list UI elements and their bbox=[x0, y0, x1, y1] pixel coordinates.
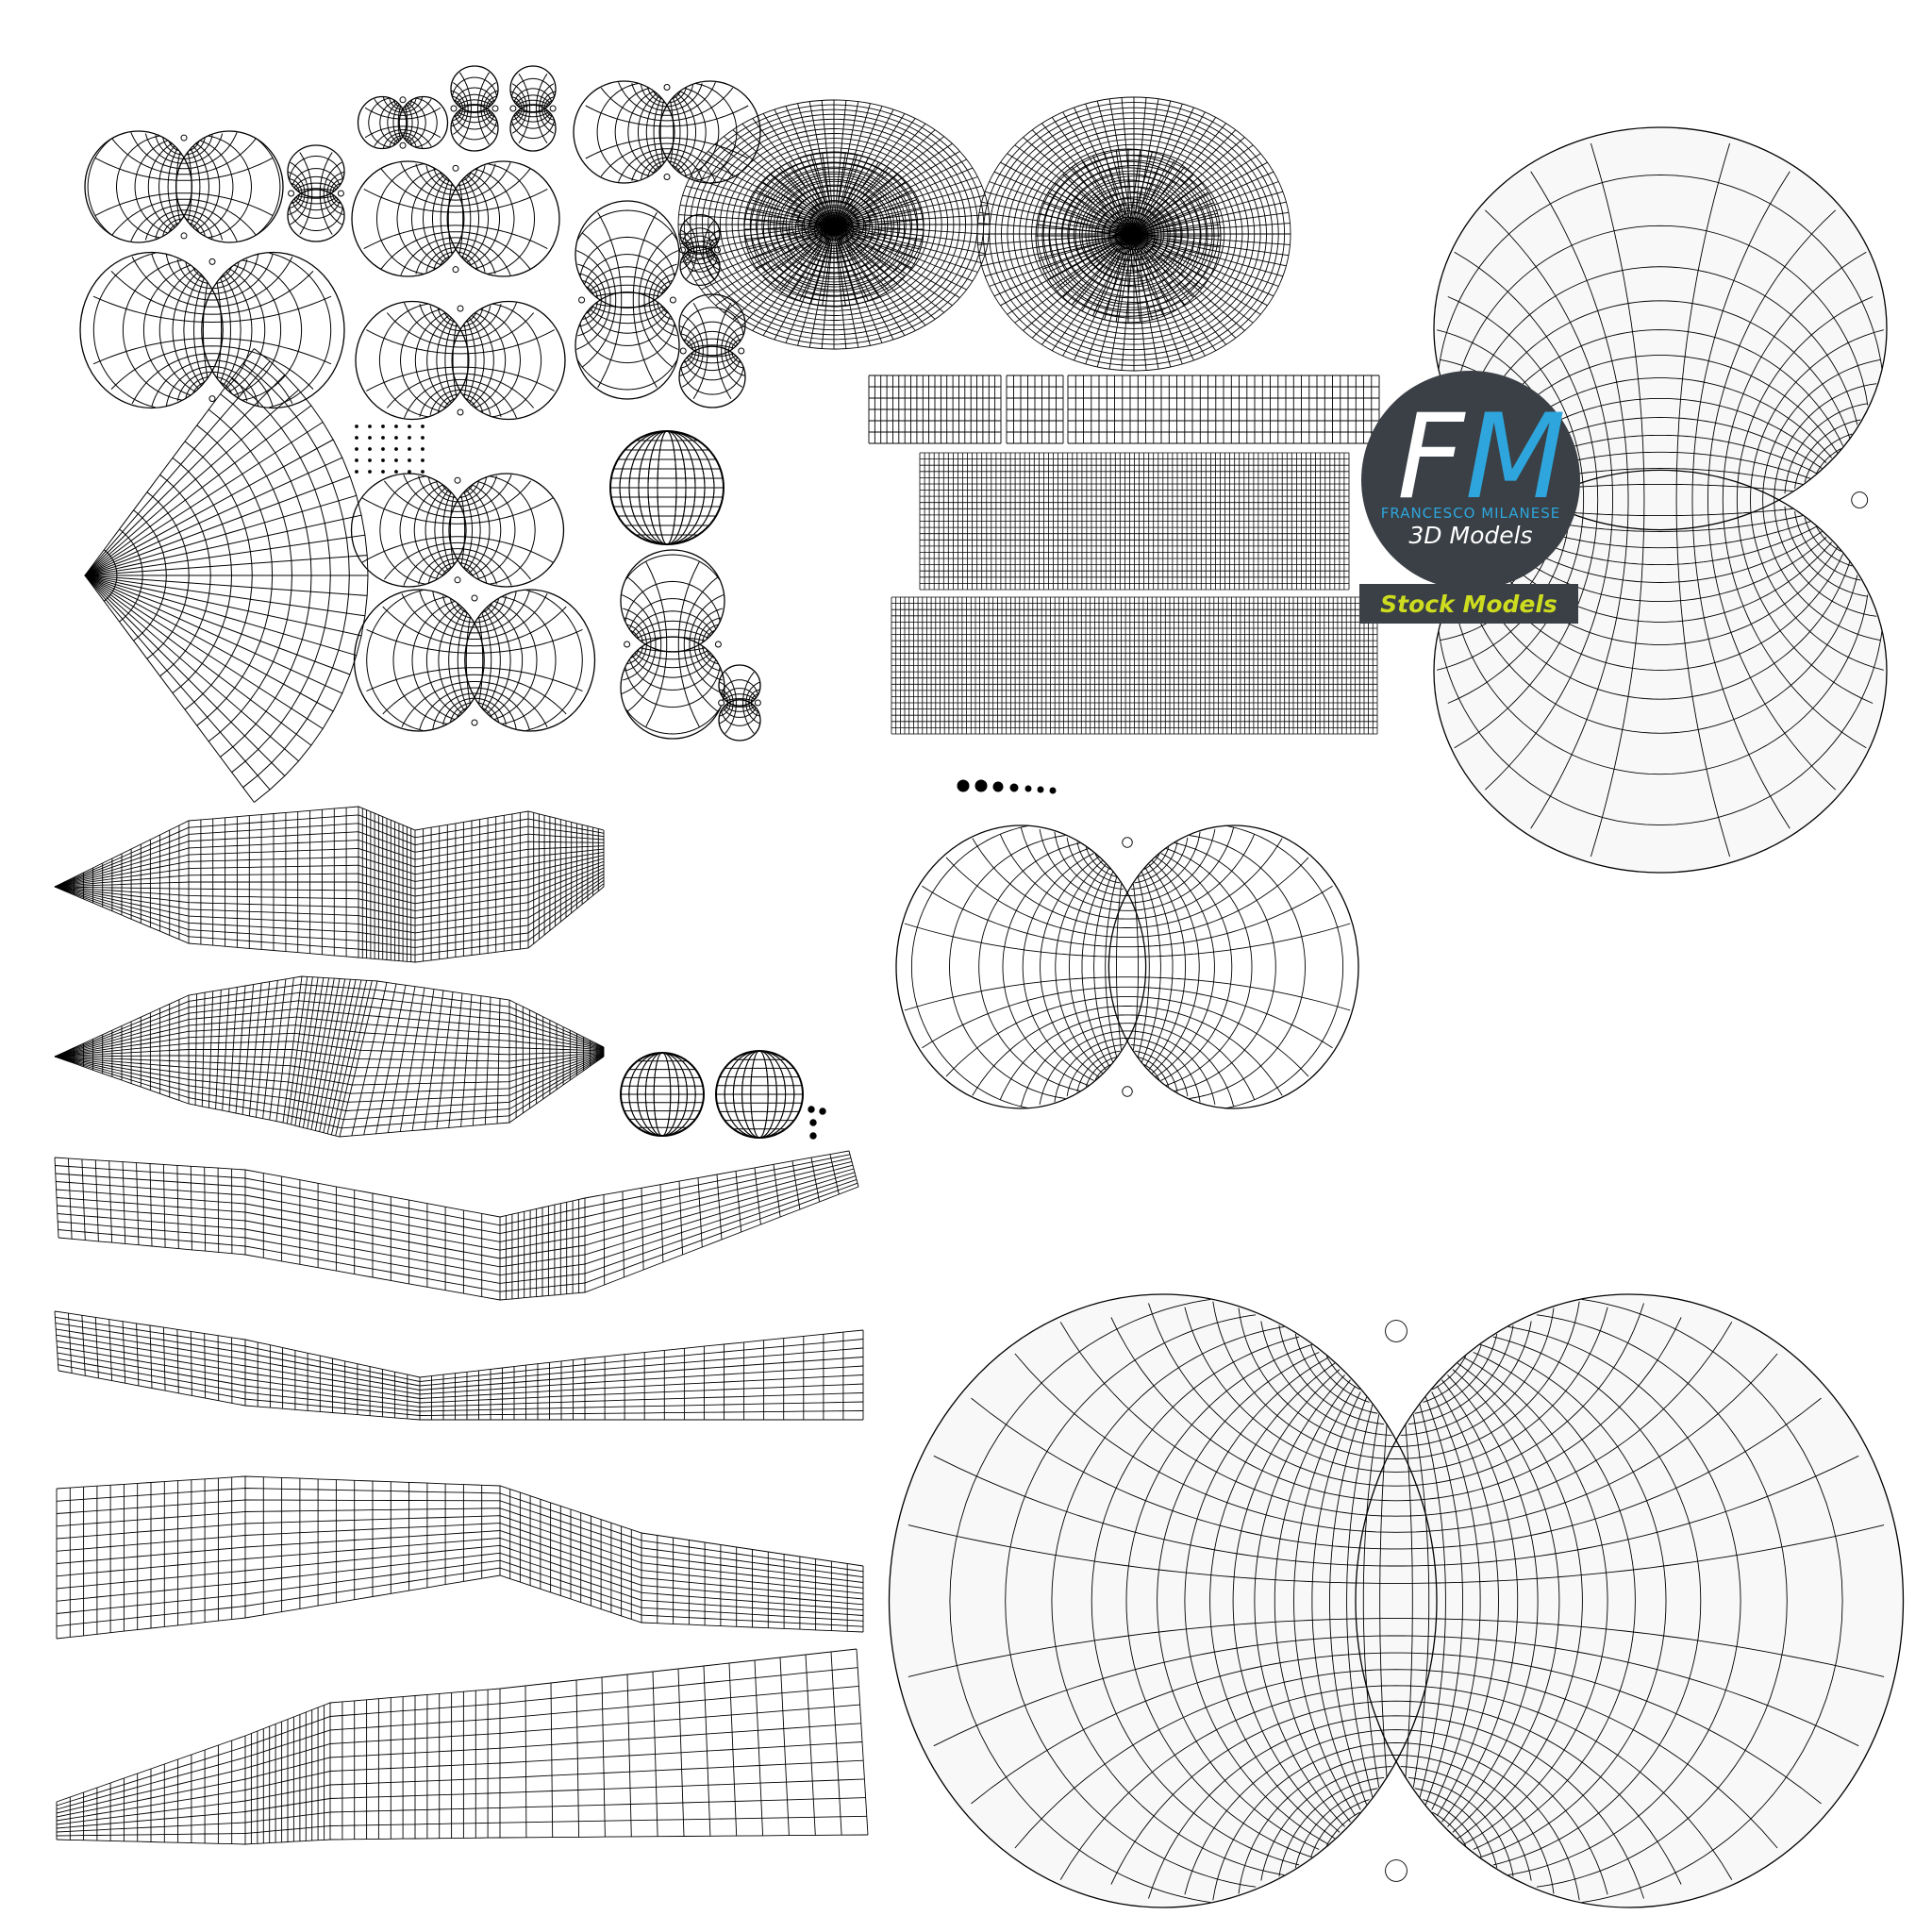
uv-arm-strip-3 bbox=[56, 1475, 864, 1640]
uv-rect-1 bbox=[919, 452, 1350, 591]
uv-tiny-dots bbox=[808, 1106, 826, 1140]
uv-shell-tl-13 bbox=[350, 473, 565, 588]
logo-letter-m: M bbox=[1465, 390, 1566, 525]
uv-rim-left bbox=[677, 99, 991, 350]
logo-circle bbox=[1361, 371, 1580, 590]
fm-watermark-logo: F M FRANCESCO MILANESE 3D Models Stock M… bbox=[1359, 371, 1584, 625]
uv-sphere-bottom-1 bbox=[620, 1052, 705, 1137]
uv-strip-a bbox=[868, 375, 1002, 444]
uv-shell-tl-5 bbox=[450, 65, 499, 152]
uv-small-dots bbox=[957, 779, 1057, 794]
uv-shell-big-bottom bbox=[888, 1293, 1905, 1908]
uv-sphere-top bbox=[609, 430, 724, 545]
logo-banner: Stock Models bbox=[1359, 584, 1578, 624]
uv-shell-tl-12 bbox=[678, 293, 746, 408]
logo-brand-name: FRANCESCO MILANESE bbox=[1380, 505, 1561, 522]
uv-strip-b bbox=[1006, 375, 1064, 444]
uv-shell-tl-2 bbox=[287, 144, 345, 242]
uv-shell-tl-7 bbox=[573, 80, 761, 184]
logo-banner-text: Stock Models bbox=[1380, 590, 1557, 618]
uv-shell-tl-15 bbox=[620, 549, 725, 740]
uv-shell-tl-4 bbox=[357, 95, 449, 150]
uv-shell-tl-10 bbox=[575, 200, 680, 400]
uv-shell-tl-8 bbox=[351, 160, 560, 277]
uv-shell-tl-6 bbox=[509, 65, 557, 152]
uv-shell-tl-14 bbox=[353, 589, 596, 732]
uv-rect-2 bbox=[891, 596, 1378, 735]
uv-strip-c bbox=[1067, 375, 1380, 444]
uv-rim-left-inner bbox=[743, 151, 924, 308]
logo-tagline: 3D Models bbox=[1408, 522, 1533, 549]
uv-shell-tl-16 bbox=[718, 664, 761, 741]
uv-rim-right-inner bbox=[1035, 148, 1222, 324]
uv-arm-strip-4 bbox=[56, 1648, 869, 1845]
uv-body-piece-1 bbox=[54, 806, 605, 963]
uv-arm-strip-1 bbox=[54, 1150, 859, 1301]
uv-shell-tl-1 bbox=[84, 130, 284, 243]
uv-body-piece-2 bbox=[54, 975, 605, 1138]
uv-sphere-bottom-2 bbox=[715, 1050, 804, 1139]
uv-arm-strip-2 bbox=[54, 1310, 864, 1421]
uv-fan-piece bbox=[84, 348, 369, 803]
uv-shell-tl-3 bbox=[79, 251, 345, 409]
uv-shell-tl-9 bbox=[355, 300, 566, 421]
uv-shell-mid bbox=[895, 824, 1359, 1109]
uv-dot-grid bbox=[355, 425, 425, 474]
logo-letter-f: F bbox=[1397, 390, 1464, 525]
